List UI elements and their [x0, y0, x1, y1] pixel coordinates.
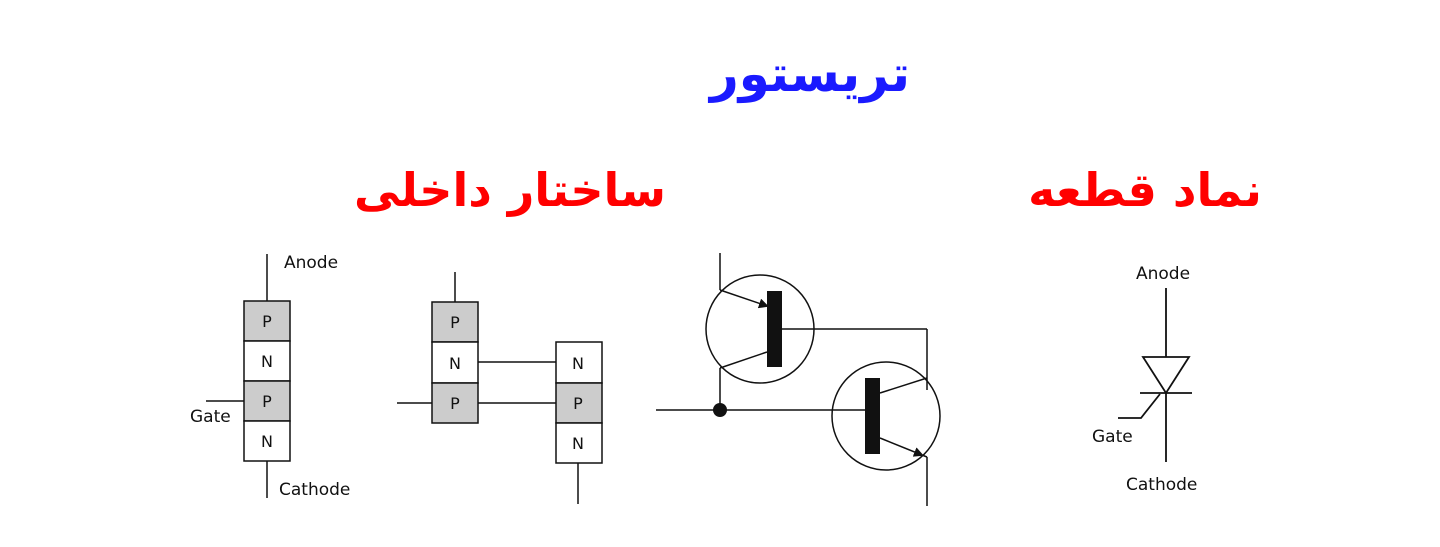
heading-device-symbol: نماد قطعه — [1028, 163, 1262, 217]
upper-emitter-arrow — [719, 289, 769, 309]
stack-gate-label: Gate — [190, 407, 231, 427]
stack-layer-2-label: N — [261, 352, 273, 371]
thyristor-symbol — [1118, 288, 1192, 462]
lower-emitter-arrow — [879, 437, 924, 457]
lower-emitter-tail — [921, 454, 928, 458]
lower-transistor-circle — [831, 361, 941, 471]
split-right-layer-1-box — [555, 341, 603, 384]
split-structure — [397, 272, 603, 504]
split-left-layer-1-box — [431, 301, 479, 343]
lower-collector — [879, 377, 928, 394]
upper-transistor-base-bar — [767, 291, 782, 367]
page-title: تریستور — [709, 45, 911, 103]
symbol-anode-label: Anode — [1136, 264, 1190, 284]
stack-layer-3-label: P — [262, 392, 272, 411]
split-right-layer-1-label: N — [572, 354, 584, 373]
heading-internal-structure: ساختار داخلی — [353, 163, 667, 217]
junction-dot — [713, 403, 727, 417]
symbol-cathode-label: Cathode — [1126, 475, 1197, 495]
stack-cathode-label: Cathode — [279, 480, 350, 500]
split-left-layer-3-box — [431, 382, 479, 424]
split-right-layer-2-label: P — [573, 394, 583, 413]
stack-layer-1-label: P — [262, 312, 272, 331]
split-left-layer-2-box — [431, 341, 479, 384]
stack-anode-label: Anode — [284, 253, 338, 273]
split-left-layer-3-label: P — [450, 394, 460, 413]
split-right-layer-3-label: N — [572, 434, 584, 453]
split-right-layer-3-box — [555, 422, 603, 464]
stack-layer-4-label: N — [261, 432, 273, 451]
pnpn-stack — [206, 254, 291, 498]
transistor-equivalent — [656, 253, 941, 506]
split-right-layer-2-box — [555, 382, 603, 424]
symbol-diode-triangle — [1141, 356, 1191, 395]
stack-layer-4-box — [243, 420, 291, 462]
lower-transistor-base-bar — [865, 378, 880, 454]
upper-collector — [719, 351, 768, 369]
symbol-gate-label: Gate — [1092, 427, 1133, 447]
stack-layer-1-box — [243, 300, 291, 342]
symbol-gate-lead — [1118, 393, 1161, 419]
split-left-layer-2-label: N — [449, 354, 461, 373]
stack-layer-2-box — [243, 340, 291, 382]
split-left-layer-1-label: P — [450, 313, 460, 332]
